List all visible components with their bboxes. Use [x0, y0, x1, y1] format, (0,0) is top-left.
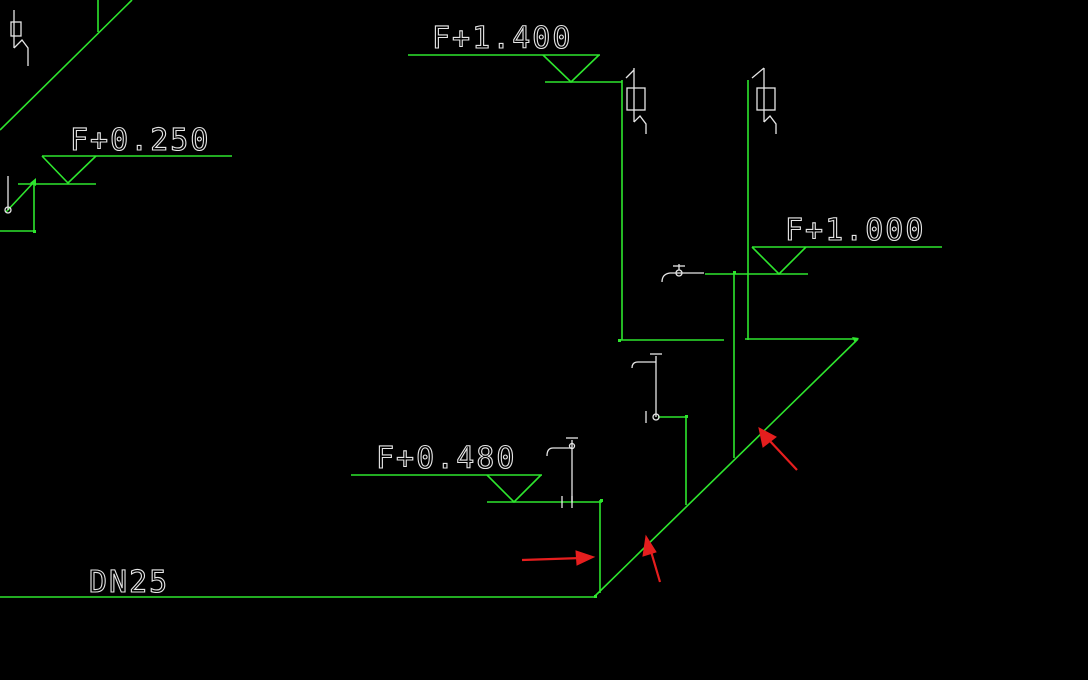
pipe-diagonal-main: [594, 338, 859, 597]
pipe-endpoint: [852, 337, 859, 343]
pipe-endpoint: [30, 178, 36, 186]
faucet-icon: [546, 437, 578, 508]
pipe-size-label: DN25: [89, 565, 169, 600]
valve-break-icon: [625, 68, 647, 134]
pipe-endpoint: [600, 499, 603, 502]
pipe-diagonal-top-left: [0, 0, 133, 131]
red-arrow-icon: [758, 427, 798, 471]
pipe-network: [0, 0, 942, 598]
valve-break-icon: [751, 67, 777, 134]
pipe-endpoint: [594, 595, 597, 598]
pipe-endpoints: [30, 178, 859, 598]
red-arrow-icon: [521, 550, 596, 566]
valve-break-icon: [10, 10, 29, 66]
faucet-icon: [661, 264, 704, 283]
elevation-label-1400: F+1.400: [432, 21, 572, 56]
elevation-marker-icon: [41, 155, 97, 185]
pipe-endpoint: [33, 230, 36, 233]
valve-circle-icon: [4, 176, 12, 214]
red-arrow-icon: [642, 534, 662, 583]
pipe-slant-0250: [5, 181, 35, 213]
pipe-endpoint: [733, 271, 736, 274]
elevation-label-1000: F+1.000: [785, 213, 925, 248]
elevation-label-0480: F+0.480: [376, 441, 516, 476]
pipe-endpoint: [685, 415, 688, 418]
fixtures: [4, 10, 777, 508]
annotation-arrows: [521, 427, 798, 583]
elevation-label-0250: F+0.250: [70, 123, 210, 158]
pipe-endpoint: [618, 339, 621, 342]
faucet-icon: [631, 353, 662, 423]
